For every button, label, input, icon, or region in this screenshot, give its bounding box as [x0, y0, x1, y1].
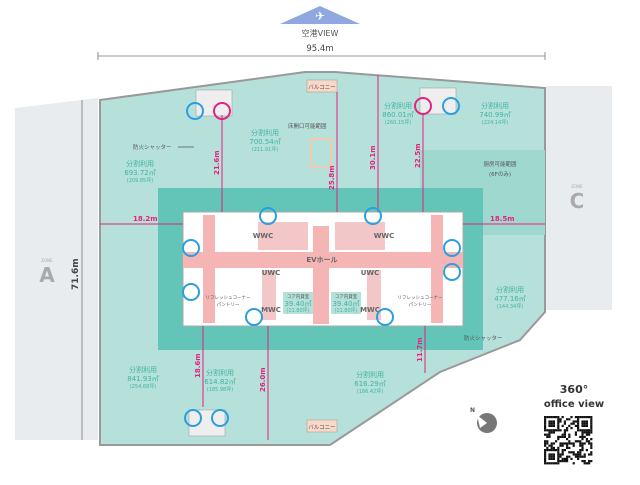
svg-text:18.2m: 18.2m — [133, 215, 158, 223]
svg-text:リフレッシュコーナー: リフレッシュコーナー — [398, 295, 443, 301]
floor-opening-label: 床開口可能範囲 — [288, 122, 327, 130]
kitchen-label: 厨房可能範囲 — [483, 160, 517, 168]
svg-text:コア内貸室: コア内貸室 — [287, 293, 310, 300]
svg-text:ZONE: ZONE — [41, 258, 53, 263]
balcony-top: バルコニー — [308, 84, 335, 91]
svg-text:616.29㎡: 616.29㎡ — [354, 380, 386, 388]
width-dimension: 95.4m — [306, 44, 333, 54]
wwc-left: WWC — [253, 232, 274, 240]
svg-text:614.82㎡: 614.82㎡ — [204, 378, 236, 386]
ev-hall-label: EVホール — [306, 256, 337, 264]
svg-text:(185.98坪): (185.98坪) — [207, 386, 233, 393]
svg-text:860.01㎡: 860.01㎡ — [382, 111, 414, 119]
svg-text:分割利用: 分割利用 — [126, 159, 154, 168]
svg-text:26.0m: 26.0m — [259, 367, 267, 392]
dimension-lines — [100, 75, 545, 440]
svg-text:21.6m: 21.6m — [213, 150, 221, 175]
svg-text:(224.14坪): (224.14坪) — [482, 119, 508, 126]
svg-text:(260.15坪): (260.15坪) — [385, 119, 411, 126]
svg-text:パントリー: パントリー — [217, 302, 240, 308]
airplane-icon — [280, 6, 360, 24]
core-storage-right[interactable] — [331, 292, 361, 314]
svg-text:841.93㎡: 841.93㎡ — [127, 375, 159, 383]
svg-text:パントリー: パントリー — [409, 302, 432, 308]
svg-text:18.5m: 18.5m — [490, 215, 515, 223]
svg-text:分割利用: 分割利用 — [384, 101, 412, 110]
svg-text:分割利用: 分割利用 — [496, 285, 524, 294]
svg-text:(254.68坪): (254.68坪) — [130, 383, 156, 390]
svg-text:22.5m: 22.5m — [414, 143, 422, 168]
svg-text:分割利用: 分割利用 — [356, 370, 384, 379]
svg-text:11.7m: 11.7m — [416, 337, 424, 362]
zone-a-letter: A — [39, 263, 55, 287]
floor-opening-area — [310, 138, 332, 168]
uwc-right: UWC — [361, 269, 380, 277]
mwc-right: MWC — [360, 306, 380, 314]
svg-text:700.54㎡: 700.54㎡ — [249, 138, 281, 146]
svg-text:(11.80坪): (11.80坪) — [334, 307, 357, 314]
plane-glyph: ✈ — [315, 9, 325, 23]
svg-text:477.16㎡: 477.16㎡ — [494, 295, 526, 303]
zone-c — [545, 86, 612, 310]
svg-text:(209.85坪): (209.85坪) — [127, 177, 153, 184]
height-dimension: 71.6m — [71, 258, 81, 290]
svg-text:39.40㎡: 39.40㎡ — [332, 300, 359, 308]
office-view-title: 360° — [560, 383, 588, 396]
svg-text:リフレッシュコーナー: リフレッシュコーナー — [206, 295, 251, 301]
zone-c-letter: C — [570, 189, 585, 213]
shutter-label-top: 防火シャッター — [133, 143, 172, 151]
svg-text:(6Fのみ): (6Fのみ) — [489, 171, 511, 178]
svg-text:分割利用: 分割利用 — [206, 368, 234, 377]
svg-text:分割利用: 分割利用 — [129, 365, 157, 374]
view-label: 空港VIEW — [302, 28, 339, 38]
svg-text:693.72㎡: 693.72㎡ — [124, 169, 156, 177]
svg-text:30.1m: 30.1m — [369, 145, 377, 170]
svg-text:39.40㎡: 39.40㎡ — [284, 300, 311, 308]
wwc-right: WWC — [374, 232, 395, 240]
svg-text:25.8m: 25.8m — [328, 165, 336, 190]
svg-text:分割利用: 分割利用 — [251, 128, 279, 137]
mwc-left: MWC — [261, 306, 281, 314]
svg-text:ZONE: ZONE — [571, 184, 583, 189]
svg-text:コア内貸室: コア内貸室 — [335, 293, 358, 300]
view-markers[interactable] — [182, 97, 461, 427]
svg-text:18.6m: 18.6m — [194, 353, 202, 378]
qr-code-icon[interactable] — [544, 416, 593, 465]
uwc-left: UWC — [262, 269, 281, 277]
shutter-label-bottom: 防火シャッター — [464, 334, 503, 342]
zone-a — [15, 98, 98, 440]
core-storage-left[interactable] — [283, 292, 313, 314]
office-view-subtitle: office view — [544, 399, 604, 410]
north-compass-icon: N — [470, 407, 497, 433]
svg-text:(211.91坪): (211.91坪) — [252, 146, 278, 153]
svg-text:N: N — [470, 407, 475, 414]
svg-text:(186.42坪): (186.42坪) — [357, 388, 383, 395]
svg-text:(144.34坪): (144.34坪) — [497, 303, 523, 310]
balcony-bottom: バルコニー — [308, 424, 335, 431]
svg-text:(11.80坪): (11.80坪) — [286, 307, 309, 314]
svg-text:740.99㎡: 740.99㎡ — [479, 111, 511, 119]
svg-text:分割利用: 分割利用 — [481, 101, 509, 110]
